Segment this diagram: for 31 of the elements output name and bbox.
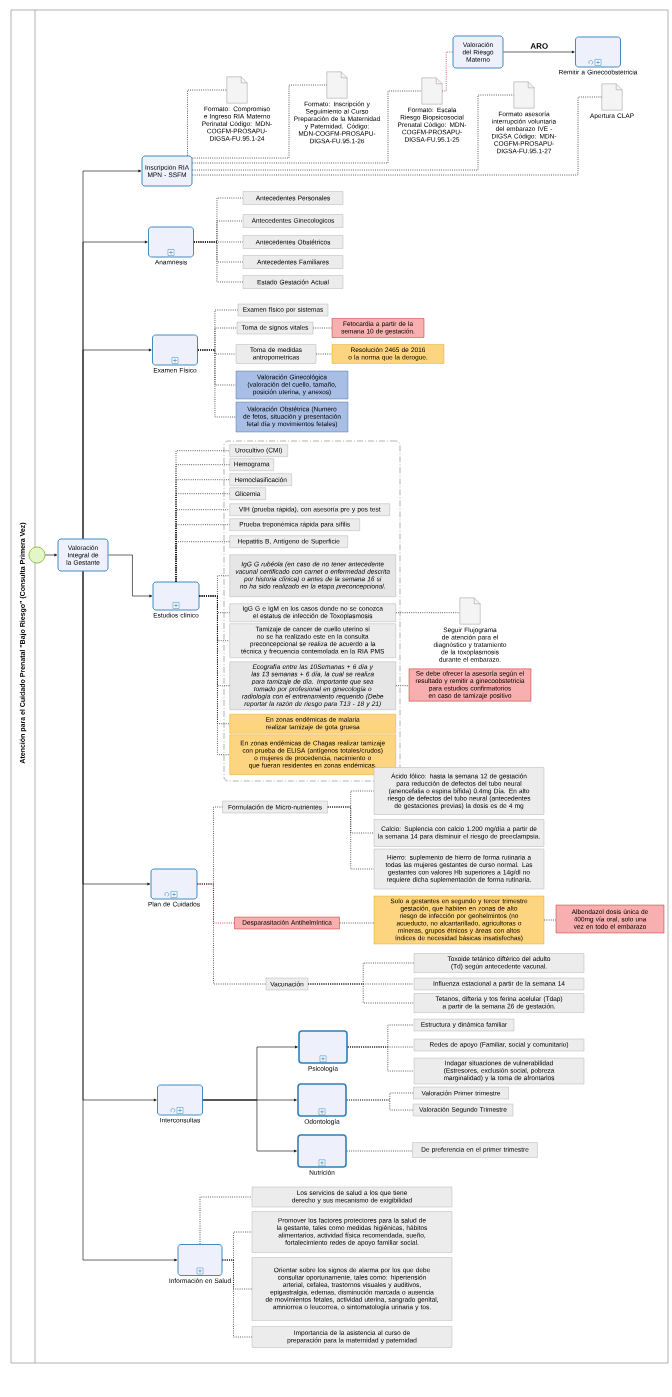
arrow (108, 554, 153, 598)
connector-line (192, 90, 423, 164)
connector-line (197, 883, 267, 985)
connector-line (222, 1259, 253, 1338)
connector-line (199, 1196, 253, 1245)
arrow (82, 571, 178, 1262)
connector-line (543, 919, 557, 921)
connector-line (187, 89, 228, 156)
connector-line (193, 241, 244, 283)
connector-line (192, 96, 603, 176)
connector-line (312, 327, 333, 329)
edge-label: ARO (529, 42, 550, 50)
arrow (45, 553, 58, 557)
connector-line (395, 685, 410, 687)
arrow (82, 348, 152, 539)
connector-line (192, 84, 328, 159)
connector-line (395, 612, 461, 614)
connector-line (307, 983, 415, 1004)
connector-line (347, 1046, 415, 1072)
connector-line (346, 1150, 413, 1152)
connector-line (175, 541, 230, 582)
connector-line (441, 51, 453, 92)
arrow (202, 1099, 297, 1153)
connector-line (346, 1099, 414, 1111)
connector-line (192, 94, 515, 171)
arrow (503, 50, 575, 54)
connector-line (199, 595, 230, 756)
connector-line (315, 353, 333, 355)
connector-line (197, 349, 237, 418)
start-event (28, 546, 46, 564)
connector-line (327, 806, 375, 870)
